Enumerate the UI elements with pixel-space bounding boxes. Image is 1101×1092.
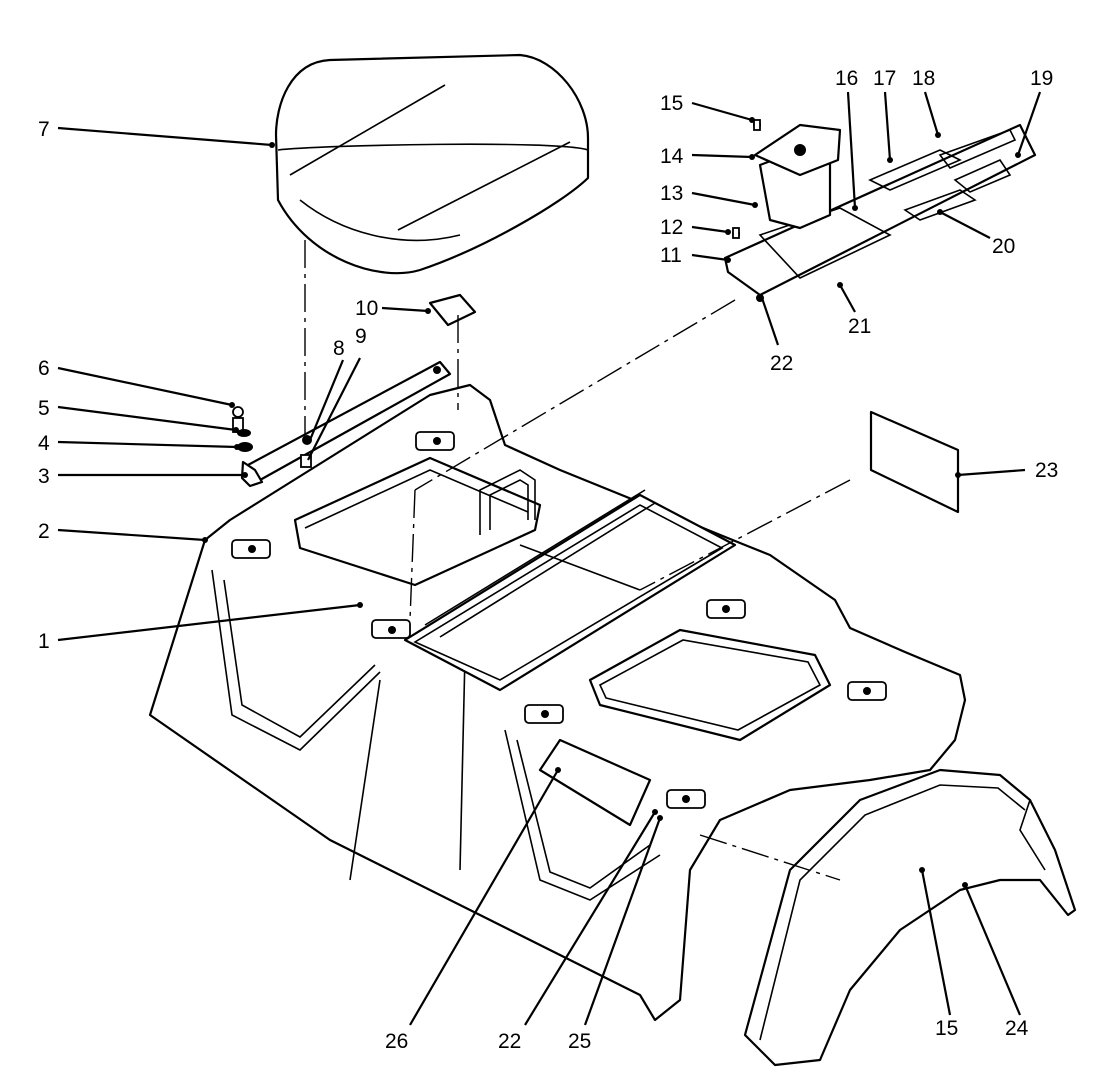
callout-21: 21: [848, 315, 871, 338]
callout-7: 7: [38, 118, 50, 141]
callout-labels: 7 6 5 4 3 2 1 8 9 10 15 14 13 12 11 16 1…: [38, 67, 1058, 1053]
callout-5: 5: [38, 397, 50, 420]
callout-16: 16: [835, 67, 858, 90]
callout-11: 11: [660, 244, 682, 267]
fastener-hardware: [232, 406, 312, 468]
mounting-boss: [231, 431, 887, 809]
callout-13: 13: [660, 182, 683, 205]
leader-lines: [57, 91, 1042, 1026]
callout-22-lower: 22: [498, 1030, 521, 1053]
callout-9: 9: [355, 325, 367, 348]
console-hardware: [732, 119, 764, 302]
callout-19: 19: [1030, 67, 1053, 90]
callout-6: 6: [38, 357, 50, 380]
fender-flare: [743, 768, 1077, 1067]
control-panel-plate: [723, 123, 1037, 297]
callout-15-lower: 15: [935, 1017, 958, 1040]
callout-20: 20: [992, 235, 1015, 258]
handle-bracket: [479, 469, 536, 535]
seat-tray: [293, 456, 542, 587]
callout-10: 10: [355, 297, 378, 320]
shift-boot: [753, 123, 842, 230]
assembly-centerlines: [304, 240, 851, 881]
callout-23: 23: [1035, 459, 1058, 482]
seat-cushion: [274, 53, 590, 275]
callout-15: 15: [660, 92, 683, 115]
callout-14: 14: [660, 145, 684, 168]
callout-18: 18: [912, 67, 935, 90]
decal-10: [428, 293, 477, 327]
callout-3: 3: [38, 465, 50, 488]
callout-8: 8: [333, 337, 345, 360]
callout-17: 17: [873, 67, 896, 90]
access-panel: [588, 628, 832, 742]
decal-26: [538, 738, 652, 827]
callout-4: 4: [38, 432, 50, 455]
seat-rail: [403, 489, 737, 692]
callout-1: 1: [38, 630, 50, 653]
callout-12: 12: [660, 216, 683, 239]
callout-26: 26: [385, 1030, 408, 1053]
callout-25: 25: [568, 1030, 591, 1053]
callout-2: 2: [38, 520, 50, 543]
seat-bracket: [240, 360, 452, 488]
decal-23: [869, 410, 960, 514]
callout-24: 24: [1005, 1017, 1029, 1040]
callout-22-upper: 22: [770, 352, 793, 375]
